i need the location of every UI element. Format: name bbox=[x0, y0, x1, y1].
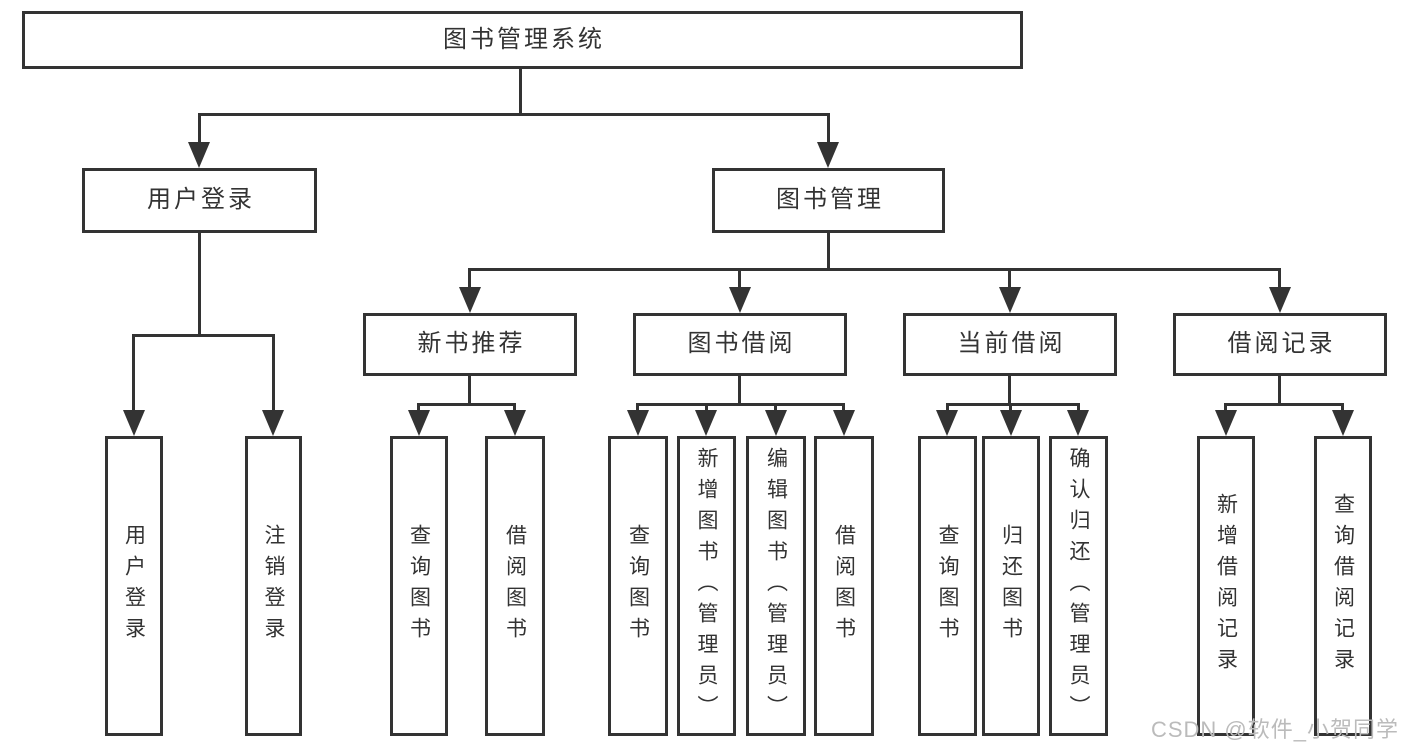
node-leaf-borrow-books-recommend: 借阅图书 bbox=[485, 436, 545, 736]
arrowhead-icon bbox=[459, 287, 481, 313]
connector-drop-book-management bbox=[827, 116, 830, 144]
arrowhead-icon bbox=[1269, 287, 1291, 313]
node-label: 查询图书 bbox=[407, 524, 431, 648]
node-library-management-system: 图书管理系统 bbox=[22, 11, 1023, 69]
node-label: 注销登录 bbox=[262, 524, 285, 648]
connector-level1-branch bbox=[198, 113, 830, 116]
connector-drop-leaf bbox=[513, 406, 516, 412]
arrowhead-icon bbox=[504, 410, 526, 436]
node-label: 当前借阅 bbox=[957, 330, 1066, 358]
connector-user-login-stem bbox=[198, 233, 201, 337]
connector-l3-stem bbox=[738, 376, 741, 406]
connector-leaf-branch bbox=[636, 403, 845, 406]
connector-l3-stem bbox=[468, 376, 471, 406]
arrowhead-icon bbox=[1067, 410, 1089, 436]
arrowhead-icon bbox=[408, 410, 430, 436]
connector-user-login-branch bbox=[132, 334, 275, 337]
node-label: 用户登录 bbox=[122, 524, 146, 648]
connector-drop-leaf bbox=[132, 337, 135, 411]
connector-drop-user-login bbox=[198, 116, 201, 144]
connector-root-stem bbox=[519, 69, 522, 116]
arrowhead-icon bbox=[729, 287, 751, 313]
arrowhead-icon bbox=[1000, 410, 1022, 436]
node-label: 确认归还（管理员） bbox=[1067, 446, 1090, 726]
connector-drop-leaf bbox=[1009, 406, 1012, 412]
connector-drop-leaf bbox=[842, 406, 845, 412]
connector-drop-leaf bbox=[272, 337, 275, 411]
arrowhead-icon bbox=[1332, 410, 1354, 436]
connector-level2-branch bbox=[468, 268, 1281, 271]
node-leaf-query-books-borrowing: 查询图书 bbox=[608, 436, 668, 736]
node-user-login: 用户登录 bbox=[82, 168, 317, 233]
node-book-management: 图书管理 bbox=[712, 168, 945, 233]
node-current-borrowing: 当前借阅 bbox=[903, 313, 1117, 376]
node-label: 归还图书 bbox=[999, 524, 1023, 648]
node-leaf-add-borrow-record: 新增借阅记录 bbox=[1197, 436, 1255, 736]
connector-drop-leaf bbox=[417, 406, 420, 412]
connector-drop-leaf bbox=[946, 406, 949, 412]
arrowhead-icon bbox=[188, 142, 210, 168]
connector-leaf-branch bbox=[1224, 403, 1344, 406]
connector-drop-leaf bbox=[1224, 406, 1227, 412]
node-new-book-recommendation: 新书推荐 bbox=[363, 313, 577, 376]
connector-leaf-branch bbox=[417, 403, 516, 406]
connector-drop-level3 bbox=[1278, 271, 1281, 287]
node-label: 查询图书 bbox=[936, 524, 959, 648]
arrowhead-icon bbox=[262, 410, 284, 436]
node-borrowing-records: 借阅记录 bbox=[1173, 313, 1387, 376]
arrowhead-icon bbox=[1215, 410, 1237, 436]
node-label: 用户登录 bbox=[147, 186, 255, 214]
node-leaf-user-login: 用户登录 bbox=[105, 436, 163, 736]
node-label: 借阅记录 bbox=[1227, 330, 1336, 358]
node-leaf-borrow-books-borrowing: 借阅图书 bbox=[814, 436, 874, 736]
node-label: 查询借阅记录 bbox=[1331, 493, 1355, 679]
node-leaf-query-borrow-record: 查询借阅记录 bbox=[1314, 436, 1372, 736]
node-label: 图书借阅 bbox=[687, 330, 796, 358]
connector-drop-leaf bbox=[1341, 406, 1344, 412]
arrowhead-icon bbox=[627, 410, 649, 436]
connector-drop-level3 bbox=[468, 271, 471, 287]
arrowhead-icon bbox=[765, 410, 787, 436]
node-label: 新书推荐 bbox=[417, 330, 526, 358]
node-book-borrowing: 图书借阅 bbox=[633, 313, 847, 376]
node-leaf-logout: 注销登录 bbox=[245, 436, 302, 736]
node-label: 新增图书（管理员） bbox=[695, 446, 718, 726]
connector-drop-leaf bbox=[774, 406, 777, 412]
connector-drop-leaf bbox=[636, 406, 639, 412]
connector-book-management-stem bbox=[827, 233, 830, 268]
node-label: 借阅图书 bbox=[832, 524, 856, 648]
connector-leaf-branch bbox=[946, 403, 1080, 406]
node-leaf-add-book-admin: 新增图书（管理员） bbox=[677, 436, 736, 736]
arrowhead-icon bbox=[936, 410, 958, 436]
node-leaf-return-books: 归还图书 bbox=[982, 436, 1040, 736]
connector-l3-stem bbox=[1278, 376, 1281, 406]
arrowhead-icon bbox=[817, 142, 839, 168]
node-leaf-query-books-current: 查询图书 bbox=[918, 436, 977, 736]
connector-drop-leaf bbox=[705, 406, 708, 412]
node-label: 图书管理系统 bbox=[443, 25, 605, 53]
node-leaf-edit-book-admin: 编辑图书（管理员） bbox=[746, 436, 806, 736]
connector-drop-level3 bbox=[738, 271, 741, 287]
node-label: 查询图书 bbox=[626, 524, 650, 648]
node-label: 图书管理 bbox=[776, 186, 884, 214]
arrowhead-icon bbox=[833, 410, 855, 436]
connector-l3-stem bbox=[1008, 376, 1011, 406]
watermark: CSDN @软件_小贺同学 bbox=[1150, 717, 1399, 742]
connector-drop-leaf bbox=[1077, 406, 1080, 412]
arrowhead-icon bbox=[123, 410, 145, 436]
node-label: 新增借阅记录 bbox=[1214, 493, 1238, 679]
node-leaf-confirm-return-admin: 确认归还（管理员） bbox=[1049, 436, 1108, 736]
arrowhead-icon bbox=[999, 287, 1021, 313]
connector-drop-level3 bbox=[1008, 271, 1011, 287]
node-leaf-query-books-recommend: 查询图书 bbox=[390, 436, 448, 736]
node-label: 借阅图书 bbox=[503, 524, 527, 648]
node-label: 编辑图书（管理员） bbox=[764, 446, 788, 726]
arrowhead-icon bbox=[695, 410, 717, 436]
